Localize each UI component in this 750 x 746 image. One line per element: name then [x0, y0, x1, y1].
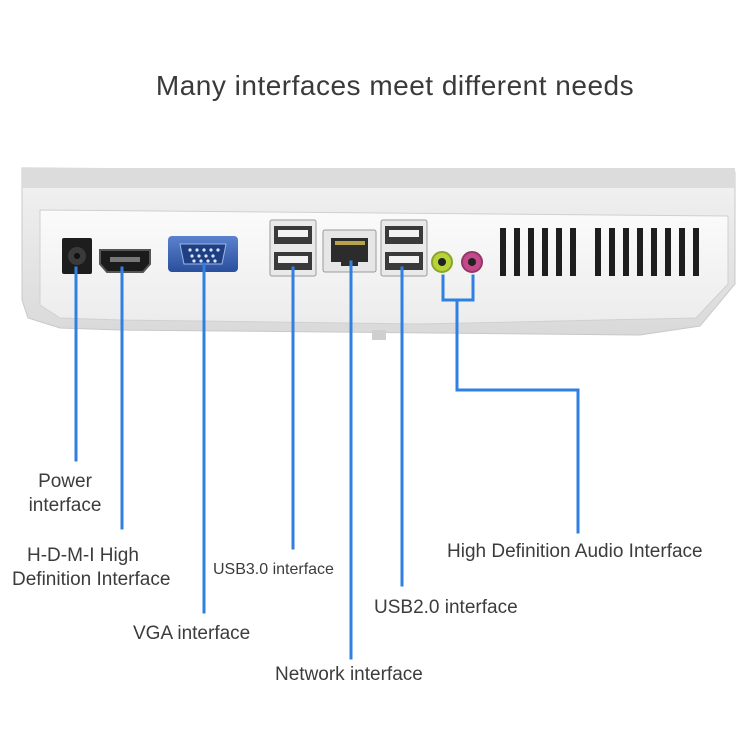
audio-interface-label: High Definition Audio Interface [447, 541, 703, 562]
vent-slots [500, 228, 699, 276]
audio-jacks [431, 251, 483, 273]
hdmi-label-line1: H-D-M-I High [27, 545, 139, 566]
usb2-interface-label: USB2.0 interface [374, 597, 518, 618]
power-label-line1: Power [38, 471, 92, 492]
usb3-interface-label: USB3.0 interface [213, 561, 334, 578]
callout-lines [74, 260, 580, 660]
usb2-ports [380, 219, 428, 277]
power-interface-label: Power interface [20, 470, 110, 518]
page-title: Many interfaces meet different needs [155, 70, 635, 101]
network-interface-label: Network interface [275, 664, 423, 685]
network-port [322, 229, 377, 273]
usb3-ports [269, 219, 317, 277]
vga-interface-label: VGA interface [133, 623, 251, 644]
power-port [62, 238, 92, 274]
power-label-line2: interface [28, 495, 102, 516]
hdmi-label-line2: Definition Interface [12, 569, 171, 590]
hdmi-interface-label: H-D-M-I High Definition Interface [12, 544, 170, 592]
vga-port [168, 236, 238, 272]
hdmi-port [99, 249, 151, 273]
